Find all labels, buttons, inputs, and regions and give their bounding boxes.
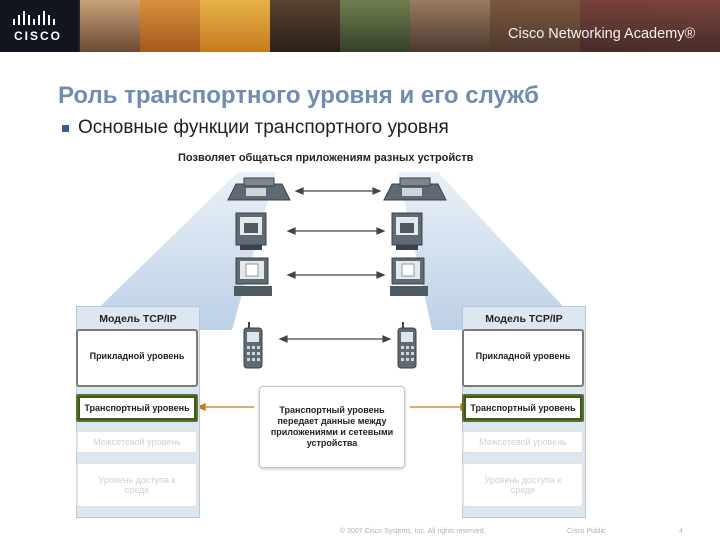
banner-photo-5 [340,0,410,52]
application-layer: Прикладной уровень [462,329,584,387]
cisco-bridge-icon [13,11,55,25]
academy-brand: Cisco Networking Academy® [508,26,696,42]
model-title: Модель TCP/IP [485,313,563,325]
logo-text: CISCO [14,29,63,43]
banner-photo-7 [490,0,580,52]
banner-photo-8 [580,0,720,52]
computer-icon [390,257,428,296]
internet-layer: Межсетевой уровень [76,430,198,454]
mobile-phone-icon [243,322,263,369]
mobile-phone-icon [397,322,417,369]
application-layer: Прикладной уровень [76,329,198,387]
ip-phone-icon [383,177,447,201]
device-arrows [278,187,392,343]
left-beam [76,172,276,330]
classification-label: Cisco Public [567,528,606,535]
banner-photo-2 [140,0,200,52]
ip-phone-icon [227,177,291,201]
bullet-item: Основные функции транспортного уровня [62,117,449,139]
banner-photo-6 [410,0,490,52]
header-banner: CISCO Cisco Networking Academy® [0,0,720,52]
transport-description: Транспортный уровень передает данные меж… [259,386,405,468]
network-access-layer: Уровень доступа к среде [76,462,198,508]
model-title: Модель TCP/IP [99,313,177,325]
bullet-square-icon [62,124,69,132]
banner-photo-3 [200,0,270,52]
transport-layer: Транспортный уровень [76,394,198,422]
video-terminal-icon [235,212,267,250]
banner-photo-4 [270,0,340,52]
cisco-logo: CISCO [0,0,78,52]
network-access-layer: Уровень доступа к среде [462,462,584,508]
copyright-text: © 2007 Cisco Systems, Inc. All rights re… [340,528,486,535]
bullet-text: Основные функции транспортного уровня [78,117,449,138]
page-number: 4 [679,528,683,535]
video-terminal-icon [391,212,423,250]
computer-icon [234,257,272,296]
page-title: Роль транспортного уровня и его служб [58,82,539,109]
banner-photo-1 [80,0,140,52]
right-beam [398,172,585,330]
internet-layer: Межсетевой уровень [462,430,584,454]
transport-layer: Транспортный уровень [462,394,584,422]
diagram-title: Позволяет общаться приложениям разных ус… [178,152,474,164]
